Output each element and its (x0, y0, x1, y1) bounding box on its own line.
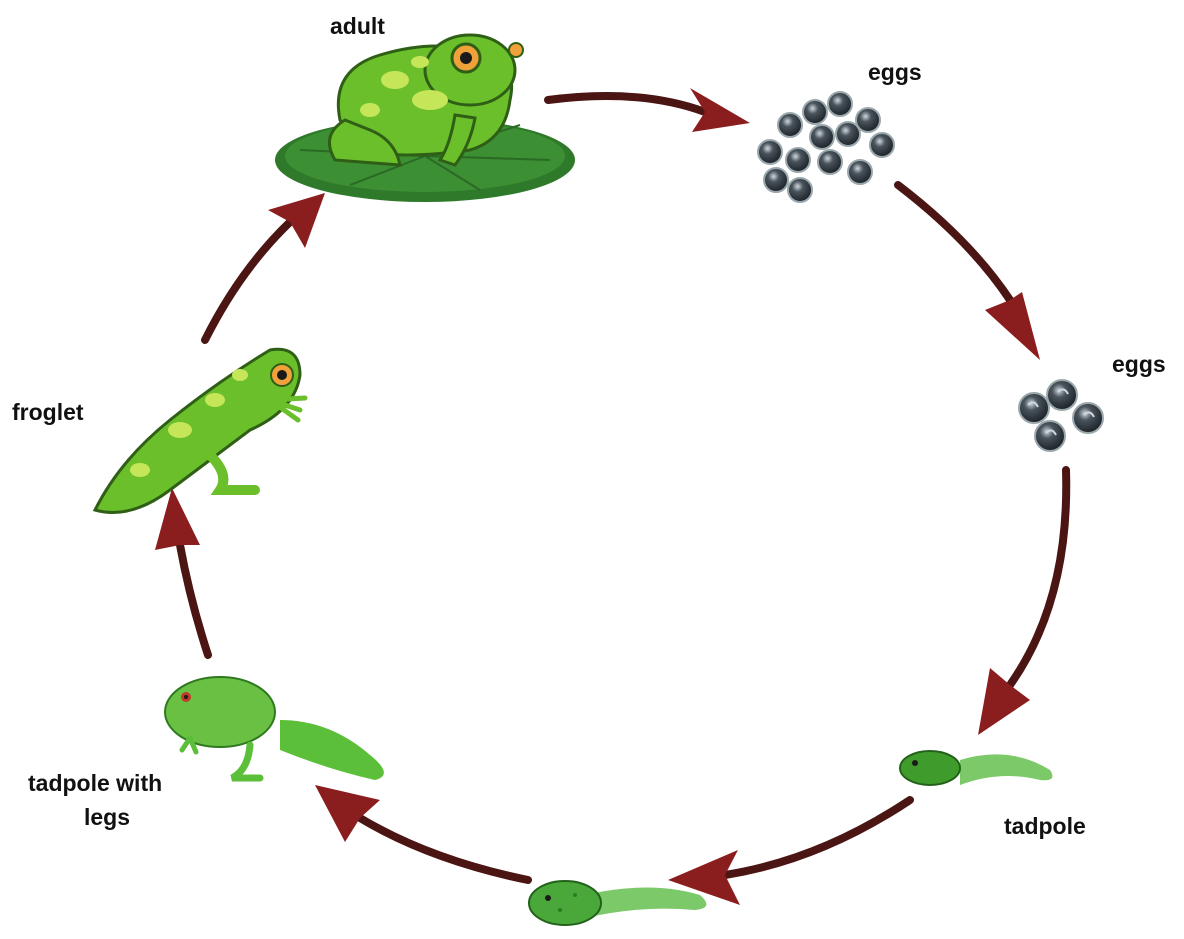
egg-cluster-icon (758, 92, 894, 202)
arrow-adult-to-eggs (548, 88, 750, 132)
label-tadpole-with-legs-line1: tadpole with (28, 770, 162, 796)
label-eggs-cluster: eggs (868, 59, 922, 85)
developing-eggs-icon (1019, 380, 1103, 451)
froglet-icon (95, 349, 305, 512)
tadpole-with-legs-icon (165, 677, 384, 780)
arrow-eggs-to-small-eggs (898, 185, 1040, 360)
adult-frog-on-lily-pad-icon (275, 35, 575, 202)
growing-tadpole-icon (529, 881, 706, 925)
arrow-small-eggs-to-tadpole (978, 470, 1066, 735)
label-adult: adult (330, 13, 385, 39)
arrow-tadpole-to-young-tadpole (668, 800, 910, 905)
arrow-froglet-to-adult (205, 193, 325, 340)
arrow-tadpole-with-legs-to-froglet (155, 488, 208, 655)
label-tadpole-with-legs-line2: legs (84, 804, 130, 830)
label-tadpole: tadpole (1004, 813, 1086, 839)
label-eggs-small: eggs (1112, 351, 1166, 377)
arrow-young-tadpole-to-tadpole-with-legs (315, 785, 528, 880)
label-froglet: froglet (12, 399, 84, 425)
tadpole-icon (900, 751, 1052, 785)
